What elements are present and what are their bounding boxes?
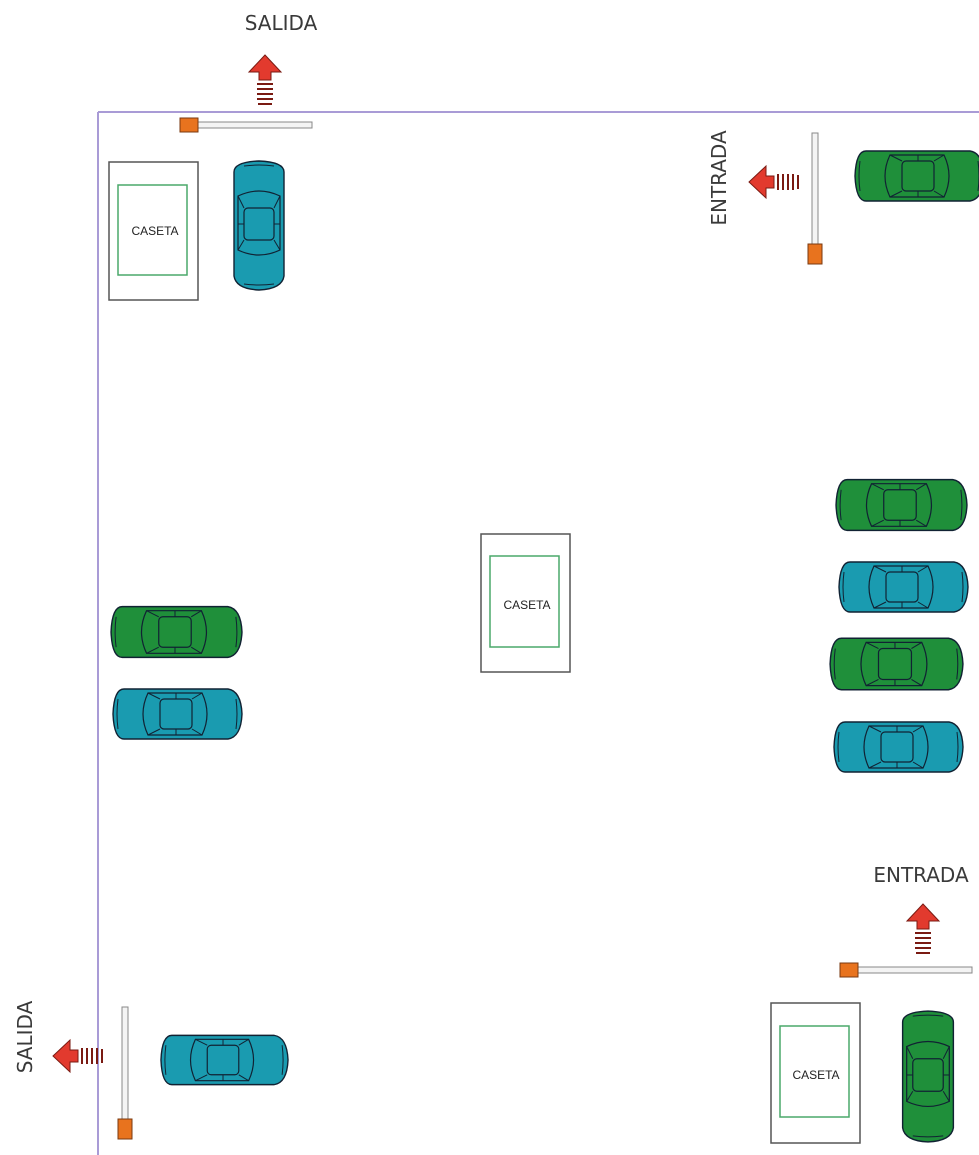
booth-bottom-right-label: CASETA	[792, 1068, 839, 1082]
car-teal-top-icon	[233, 160, 285, 291]
car-green-right-2-icon	[829, 637, 964, 691]
barrier-left-icon[interactable]	[117, 1006, 133, 1140]
label-entrada-bottom: ENTRADA	[873, 863, 969, 887]
barrier-bottom-right-base	[839, 962, 859, 978]
car-teal-left-icon	[112, 688, 243, 740]
barrier-top-icon[interactable]	[179, 117, 313, 133]
exit-arrow-left-icon	[52, 1039, 103, 1073]
exit-arrow-top-icon	[248, 54, 282, 105]
booth-center-inner	[489, 555, 560, 648]
booth-top-left-inner	[117, 184, 188, 276]
barrier-left-arm	[121, 1006, 129, 1120]
label-entrada-right: ENTRADA	[707, 130, 731, 226]
entry-arrow-right-icon	[748, 165, 799, 199]
barrier-right-icon[interactable]	[807, 132, 823, 265]
booth-center: CASETA	[480, 533, 571, 673]
barrier-top-arm	[196, 121, 313, 129]
car-green-left-icon	[110, 605, 243, 659]
booth-center-outer	[480, 533, 571, 673]
booth-bottom-right: CASETA	[770, 1002, 861, 1144]
car-green-bottom-right-icon	[901, 1010, 955, 1143]
car-teal-right-2-icon	[833, 721, 964, 773]
booth-top-left: CASETA	[108, 161, 199, 301]
booth-top-left-label: CASETA	[131, 224, 178, 238]
car-green-right-1-icon	[835, 478, 968, 532]
lot-boundary	[97, 111, 979, 1155]
label-salida-top: SALIDA	[245, 11, 318, 35]
barrier-right-arm	[811, 132, 819, 246]
barrier-top-base	[179, 117, 199, 133]
car-green-entrance-icon	[854, 150, 979, 202]
booth-bottom-right-inner	[779, 1025, 850, 1118]
barrier-bottom-right-icon[interactable]	[839, 962, 973, 978]
barrier-right-base	[807, 243, 823, 265]
barrier-left-base	[117, 1118, 133, 1140]
car-teal-bottom-left-icon	[160, 1034, 289, 1086]
entry-arrow-bottom-icon	[906, 903, 940, 954]
barrier-bottom-right-arm	[856, 966, 973, 974]
label-salida-left: SALIDA	[13, 1000, 37, 1073]
booth-center-label: CASETA	[503, 598, 550, 612]
car-teal-right-1-icon	[838, 561, 969, 613]
